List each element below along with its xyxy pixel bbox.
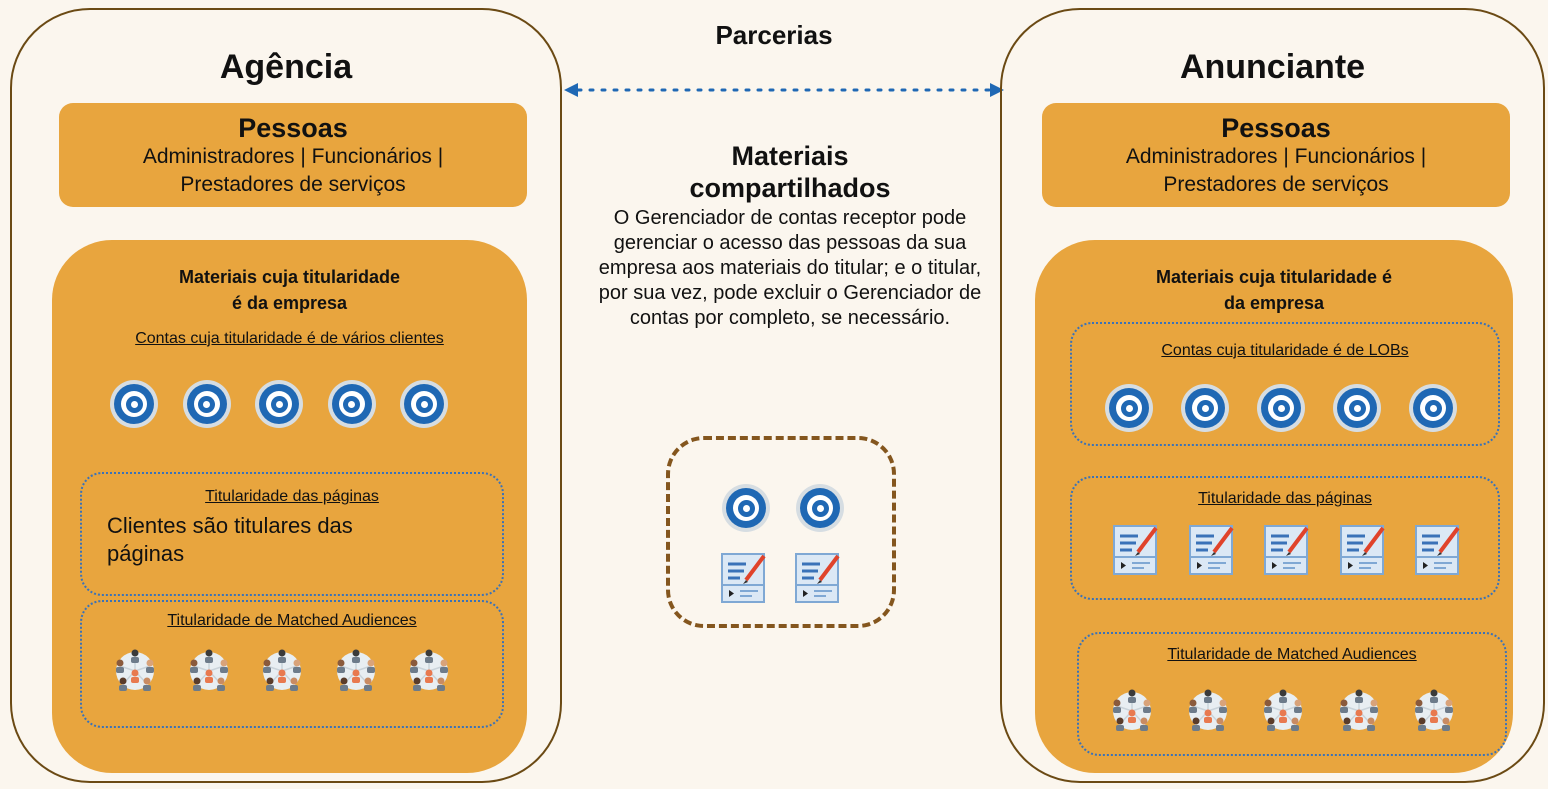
advertiser-title: Anunciante xyxy=(1179,48,1366,86)
page-edit-icon xyxy=(794,550,844,609)
advertiser-people-title: Pessoas xyxy=(1221,113,1331,143)
agency-accounts-icons xyxy=(110,380,448,428)
agency-accounts-label: Contas cuja titularidade é de vários cli… xyxy=(135,330,444,347)
target-icon xyxy=(327,380,376,428)
advertiser-pages-icons xyxy=(1112,522,1464,581)
advertiser-panel: Anunciante Pessoas Administradores | Fun… xyxy=(1000,8,1545,783)
agency-pages-box: Titularidade das páginas Clientes são ti… xyxy=(80,472,504,596)
audience-network-icon xyxy=(1334,686,1384,741)
audience-network-icon xyxy=(1183,686,1233,741)
advertiser-audiences-icons xyxy=(1107,686,1459,741)
advertiser-people-desc: Administradores | Funcionários | Prestad… xyxy=(1125,145,1427,196)
agency-people-title: Pessoas xyxy=(238,113,348,143)
audience-network-icon xyxy=(257,646,307,701)
audience-network-icon xyxy=(110,646,160,701)
agency-people-box: Pessoas Administradores | Funcionários |… xyxy=(59,103,527,207)
agency-audiences-box: Titularidade de Matched Audiences xyxy=(80,600,504,728)
agency-title: Agência xyxy=(219,48,353,86)
shared-assets-box xyxy=(666,436,896,628)
target-icon xyxy=(1105,384,1153,432)
advertiser-audiences-box: Titularidade de Matched Audiences xyxy=(1077,632,1507,756)
target-icon xyxy=(1181,384,1229,432)
agency-pages-note: Clientes são titulares das páginas xyxy=(107,513,353,566)
audience-network-icon xyxy=(1409,686,1459,741)
target-icon xyxy=(1257,384,1305,432)
agency-pages-label: Titularidade das páginas xyxy=(205,488,379,505)
agency-assets-title: Materiais cuja titularidade é da empresa xyxy=(178,267,401,313)
audience-network-icon xyxy=(331,646,381,701)
shared-description: O Gerenciador de contas receptor pode ge… xyxy=(598,207,982,329)
target-icon xyxy=(255,380,303,428)
advertiser-accounts-label: Contas cuja titularidade é de LOBs xyxy=(1161,342,1409,359)
advertiser-audiences-label: Titularidade de Matched Audiences xyxy=(1167,646,1417,663)
target-icon xyxy=(796,484,844,532)
audience-network-icon xyxy=(1258,686,1308,741)
target-icon xyxy=(722,484,770,532)
agency-audiences-icons xyxy=(110,646,454,701)
agency-people-desc: Administradores | Funcionários | Prestad… xyxy=(142,145,444,196)
page-edit-icon xyxy=(720,550,770,609)
target-icon xyxy=(1409,384,1457,432)
shared-assets: Materiais compartilhados O Gerenciador d… xyxy=(590,140,990,331)
shared-title: Materiais compartilhados xyxy=(689,141,891,203)
partnership-arrow xyxy=(564,83,1004,97)
advertiser-pages-box: Titularidade das páginas xyxy=(1070,476,1500,600)
advertiser-assets-box: Materiais cuja titularidade é da empresa… xyxy=(1035,240,1513,773)
target-icon xyxy=(400,380,448,428)
advertiser-assets-title: Materiais cuja titularidade é da empresa xyxy=(1155,267,1393,313)
audience-network-icon xyxy=(1107,686,1157,741)
advertiser-people-box: Pessoas Administradores | Funcionários |… xyxy=(1042,103,1510,207)
agency-assets-box: Materiais cuja titularidade é da empresa… xyxy=(52,240,527,773)
audience-network-icon xyxy=(184,646,234,701)
target-icon xyxy=(110,380,158,428)
page-edit-icon xyxy=(1263,522,1313,581)
page-edit-icon xyxy=(1188,522,1238,581)
page-edit-icon xyxy=(1339,522,1389,581)
agency-audiences-label: Titularidade de Matched Audiences xyxy=(167,612,417,629)
agency-panel: Agência Pessoas Administradores | Funcio… xyxy=(10,8,562,783)
advertiser-pages-label: Titularidade das páginas xyxy=(1198,490,1372,507)
page-edit-icon xyxy=(1112,522,1162,581)
partnerships-label: Parcerias xyxy=(715,20,833,50)
audience-network-icon xyxy=(404,646,454,701)
target-icon xyxy=(1333,384,1381,432)
target-icon xyxy=(182,380,231,428)
advertiser-accounts-icons xyxy=(1105,384,1457,432)
page-edit-icon xyxy=(1414,522,1464,581)
advertiser-accounts-box: Contas cuja titularidade é de LOBs xyxy=(1070,322,1500,446)
